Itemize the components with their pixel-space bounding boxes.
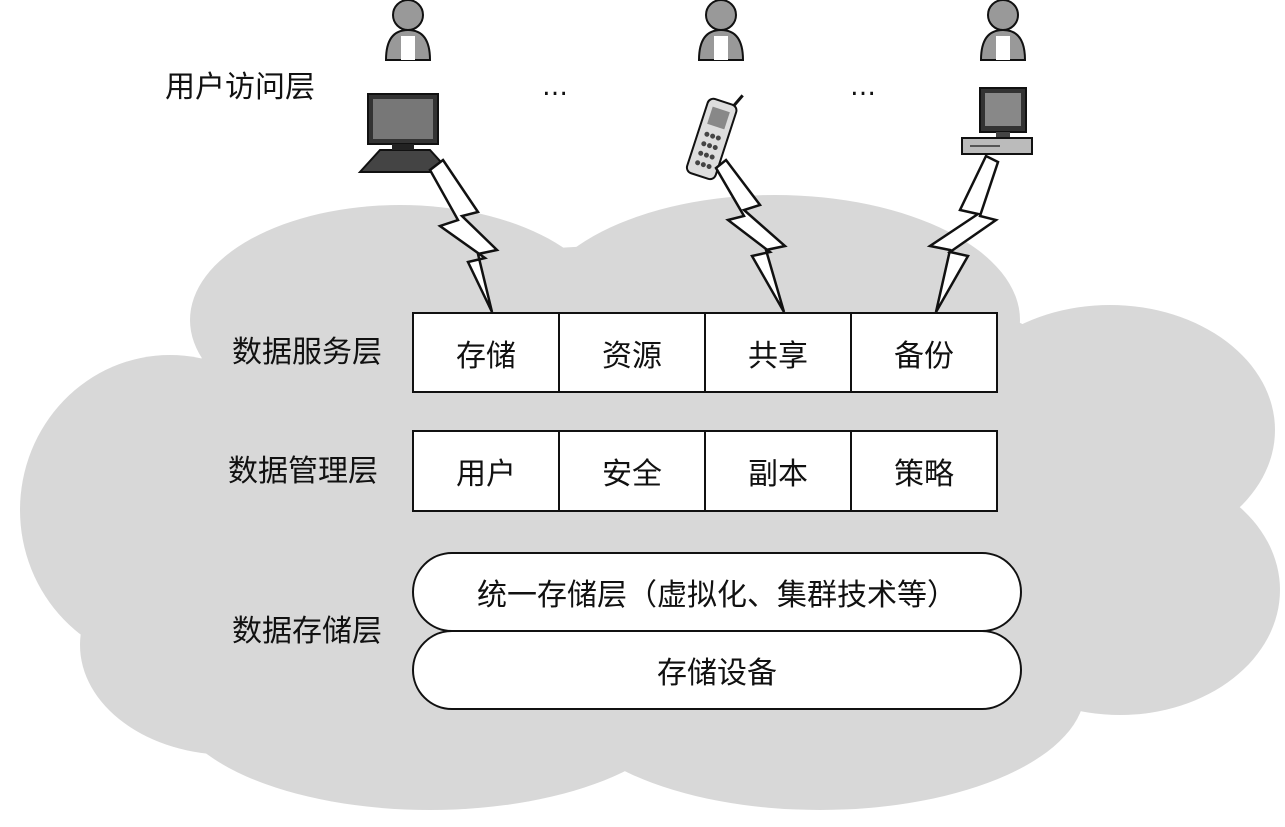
unified-storage-layer: 统一存储层（虚拟化、集群技术等） (412, 552, 1022, 632)
service-cell-storage: 存储 (414, 314, 560, 391)
laptop-icon (357, 93, 453, 173)
manage-cell-replica: 副本 (706, 432, 852, 510)
user-icon (384, 0, 432, 61)
layer-label-data-storage: 数据存储层 (232, 614, 382, 649)
data-service-row: 存储 资源 共享 备份 (412, 312, 998, 393)
layer-label-data-service: 数据服务层 (232, 335, 382, 370)
service-cell-sharing: 共享 (706, 314, 852, 391)
lightning-link-icon (428, 158, 500, 313)
storage-devices: 存储设备 (412, 630, 1022, 710)
ellipsis: … (542, 72, 570, 102)
manage-cell-security: 安全 (560, 432, 706, 510)
data-management-row: 用户 安全 副本 策略 (412, 430, 998, 512)
manage-cell-user: 用户 (414, 432, 560, 510)
service-cell-backup: 备份 (894, 338, 954, 374)
lightning-link-icon (714, 158, 788, 313)
layer-label-user-access: 用户访问层 (165, 70, 315, 105)
service-cell-resource: 资源 (560, 314, 706, 391)
lightning-link-icon (926, 154, 1000, 313)
user-icon (979, 0, 1027, 61)
user-icon (697, 0, 745, 61)
layer-label-data-management: 数据管理层 (228, 454, 378, 489)
desktop-computer-icon (961, 87, 1033, 155)
ellipsis: … (850, 72, 878, 102)
mobile-phone-icon (685, 94, 744, 181)
manage-cell-policy: 策略 (894, 457, 954, 492)
